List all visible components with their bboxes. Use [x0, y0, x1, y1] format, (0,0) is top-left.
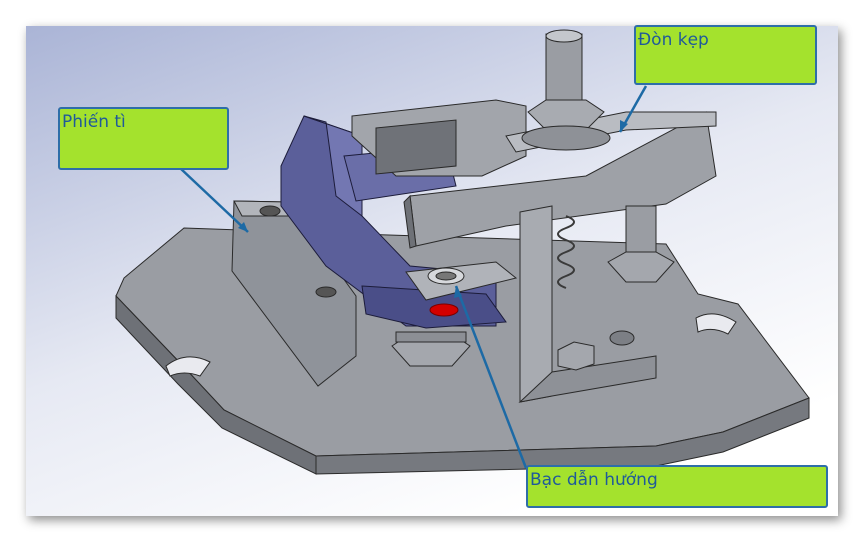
callout-clamp-lever-label: Đòn kẹp	[638, 30, 709, 50]
top-bracket	[351, 99, 527, 177]
callout-clamp-lever: Đòn kẹp	[634, 25, 817, 85]
callout-guide-bushing-label: Bạc dẫn hướng	[530, 470, 658, 490]
spring	[557, 215, 575, 289]
locating-plate	[231, 200, 357, 387]
support-pillar	[607, 205, 675, 283]
cad-viewport	[26, 26, 838, 516]
callout-fixture-plate: Phiến tì	[58, 107, 229, 170]
clamp-stud	[521, 29, 611, 151]
angle-bracket	[518, 205, 657, 403]
fixture-model-drawing	[26, 26, 838, 516]
callout-fixture-plate-label: Phiến tì	[62, 112, 126, 132]
callout-guide-bushing: Bạc dẫn hướng	[526, 465, 828, 508]
guide-bushing-plate	[405, 261, 518, 317]
lower-nut	[391, 331, 471, 367]
